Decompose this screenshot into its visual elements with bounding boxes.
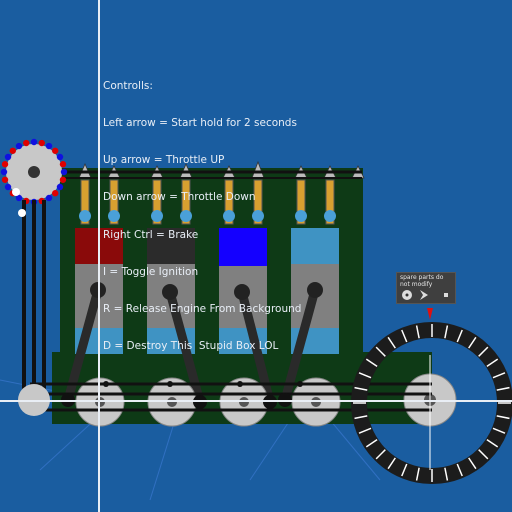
timing-chains: [22, 200, 46, 398]
small-part-icon: [444, 293, 448, 297]
gauge-needle-icon: [427, 308, 433, 320]
crank-hubs: [95, 394, 436, 407]
control-line: D = Destroy This Stupid Box LOL: [103, 340, 279, 353]
control-line: I = Toggle Ignition: [103, 265, 199, 278]
control-line: R = Release Engine From Background: [103, 303, 302, 316]
controls-text: Controlls: Left arrow = Start hold for 2…: [103, 55, 301, 378]
wrist-pins: [90, 282, 323, 300]
tachometer-gauge: [351, 308, 512, 484]
controls-title: Controlls:: [103, 79, 153, 92]
timing-gear-teeth: [0, 138, 68, 206]
cylinder-2: [147, 228, 195, 354]
control-line: Down arrow = Throttle Down: [103, 191, 256, 204]
spare-parts-box[interactable]: spare parts do not modify: [396, 272, 456, 304]
arrow-icon: [420, 290, 428, 300]
timing-gear: [6, 144, 62, 200]
valve-caps: [79, 210, 336, 222]
vertical-crosshair: [98, 0, 100, 512]
spare-parts-icons: [402, 290, 448, 300]
control-line: Up arrow = Throttle UP: [103, 154, 225, 167]
control-line: Right Ctrl = Brake: [103, 228, 199, 241]
spare-parts-label: spare parts do not modify: [400, 274, 444, 288]
control-line: Left arrow = Start hold for 2 seconds: [103, 117, 297, 130]
horizontal-crosshair: [0, 400, 512, 402]
belt-pins: [61, 381, 303, 409]
valves: [80, 179, 335, 225]
